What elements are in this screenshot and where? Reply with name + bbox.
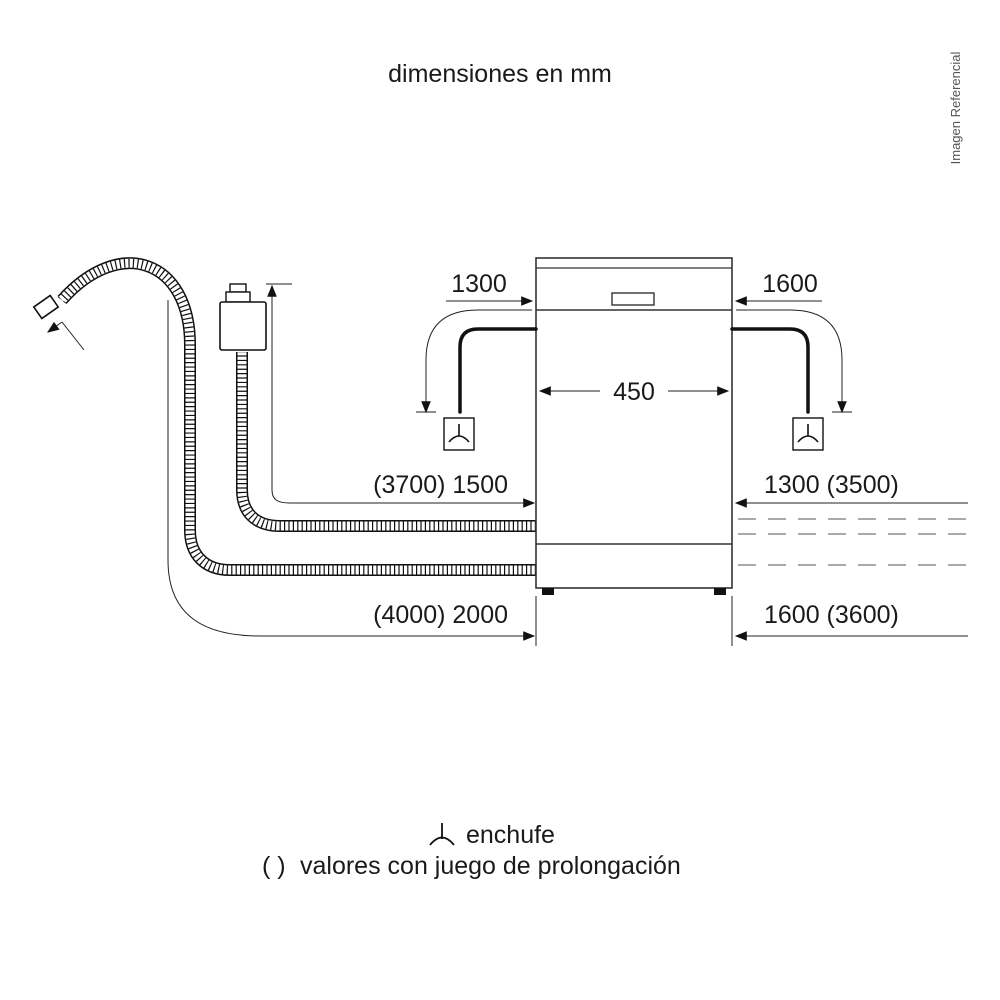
- control-display: [611, 292, 655, 306]
- reference-image-note: Imagen Referencial: [948, 52, 963, 165]
- plug-symbol-icon: [429, 823, 455, 846]
- plug-icon-right: [797, 424, 819, 443]
- cord-left-guide: 1300: [416, 270, 534, 414]
- power-cord-right: [730, 327, 824, 451]
- legend-parentheses-label: valores con juego de prolongación: [300, 852, 681, 880]
- legend-plug-label: enchufe: [466, 821, 555, 849]
- drain-hose: [57, 257, 536, 576]
- right-hose-guides: [535, 498, 968, 646]
- water-tap-connector: [219, 283, 292, 351]
- drain-hose-end: [32, 294, 85, 351]
- dishwasher-appliance: [535, 257, 733, 595]
- inlet-left-length: (3700) 1500: [373, 471, 508, 499]
- legend-parentheses-symbol: ( ): [262, 852, 286, 880]
- drain-right-length: 1600 (3600): [764, 601, 899, 629]
- inlet-hose: [236, 352, 536, 532]
- power-cord-left: [443, 327, 538, 451]
- diagram-title: dimensiones en mm: [388, 60, 612, 88]
- width-value: 450: [613, 378, 655, 406]
- drain-hose-length-guide: [167, 300, 536, 641]
- inlet-right-length: 1300 (3500): [764, 471, 899, 499]
- legend: enchufe ( ) valores con juego de prolong…: [262, 821, 681, 880]
- drain-left-length: (4000) 2000: [373, 601, 508, 629]
- cord-right-length: 1600: [762, 270, 818, 298]
- cord-right-guide: 1600: [734, 270, 852, 414]
- inlet-hose-length-guide: [267, 284, 536, 508]
- plug-icon-left: [448, 424, 470, 443]
- width-dimension: 450: [538, 378, 730, 406]
- cord-left-length: 1300: [451, 270, 507, 298]
